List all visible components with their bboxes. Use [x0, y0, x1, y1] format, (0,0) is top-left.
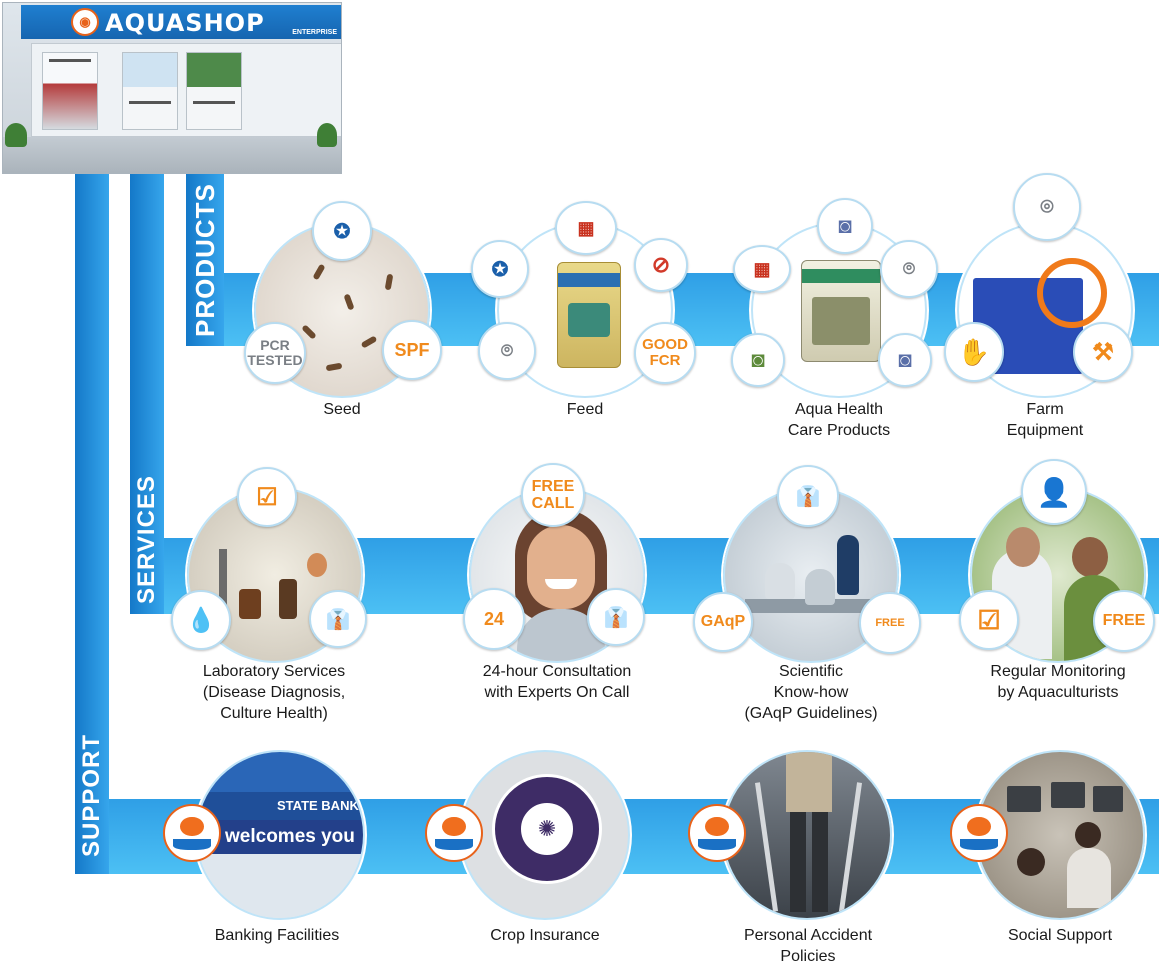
- plant-icon: [5, 123, 27, 147]
- genuine-stamp-icon: ⌾: [1013, 173, 1081, 241]
- free-flask-badge: FREE: [1093, 590, 1155, 652]
- no-antibiotic-icon: ⊘: [634, 238, 688, 292]
- bank-sign-text: STATE BANK A: [197, 792, 363, 841]
- products-rail-label: PRODUCTS: [190, 183, 220, 337]
- feed-label: Feed: [566, 401, 604, 418]
- good-fcr-badge: GOOD FCR: [634, 322, 696, 384]
- services-rail-label: SERVICES: [133, 475, 160, 605]
- support-rail: [75, 174, 109, 874]
- store-floor: [3, 137, 341, 173]
- crop-insurance-label: Crop Insurance: [490, 927, 600, 944]
- store-window: [31, 43, 341, 137]
- certified-seal-icon: ✪: [471, 240, 529, 298]
- aquashop-coat-icon: 👔: [777, 465, 839, 527]
- scientific-knowhow-label: Scientific Know-how (GAqP Guidelines): [744, 663, 878, 722]
- gaqp-badge: GAqP: [693, 592, 753, 652]
- coastal-authority-icon: ▦: [733, 245, 791, 293]
- laboratory-services-label: Laboratory Services (Disease Diagnosis, …: [202, 663, 346, 722]
- genuine-stamp-icon: ⌾: [478, 322, 536, 380]
- aquashop-logo-icon: ◉: [71, 8, 99, 36]
- expert-icon: 👤: [1021, 459, 1087, 525]
- plant-icon: [317, 123, 337, 147]
- free-call-badge: FREE CALL: [521, 463, 585, 527]
- products-rail: [186, 174, 224, 346]
- insurance-seal-image: ✺: [492, 774, 602, 884]
- aquashop-coat-icon: 👔: [309, 590, 367, 648]
- aquashop-coat-icon: 👔: [587, 588, 645, 646]
- aquashop-logo-icon: [425, 804, 483, 862]
- aquashop-logo-icon: [950, 804, 1008, 862]
- hand-support-icon: ✋: [944, 322, 1004, 382]
- aquashop-logo-icon: [688, 804, 746, 862]
- coastal-authority-icon: ▦: [555, 201, 617, 255]
- water-drop-icon: 💧: [171, 590, 231, 650]
- aerator-wheel-image: [1037, 258, 1107, 328]
- banking-label: Banking Facilities: [214, 927, 340, 944]
- pcr-tested-badge: PCR TESTED: [244, 322, 306, 384]
- personal-accident-circle: [722, 750, 892, 920]
- banking-circle: STATE BANK A welcomes you: [195, 750, 365, 920]
- phone-24-icon: 24: [463, 588, 525, 650]
- store-signboard: ◉ AQUASHOP ENTERPRISE: [21, 5, 341, 39]
- personal-accident-label: Personal Accident Policies: [743, 927, 873, 965]
- monitoring-label: Regular Monitoring by Aquaculturists: [990, 663, 1126, 701]
- hammer-icon: ⚒: [1073, 322, 1133, 382]
- seed-label: Seed: [323, 401, 361, 418]
- bank-welcome-text: welcomes you: [197, 820, 363, 854]
- genuine-stamp-icon: ⌾: [880, 240, 938, 298]
- store-enterprise-text: ENTERPRISE: [292, 29, 337, 36]
- support-rail-label: SUPPORT: [78, 733, 105, 857]
- supplement-jar-icon: ◙: [731, 333, 785, 387]
- store-poster: [186, 52, 242, 130]
- checkbox-icon: ☑: [959, 590, 1019, 650]
- consultation-label: 24-hour Consultation with Experts On Cal…: [482, 663, 632, 701]
- farm-equipment-label: Farm Equipment: [1006, 401, 1084, 439]
- aqua-health-label: Aqua Health Care Products: [787, 401, 891, 439]
- feed-bag-image: [557, 262, 621, 368]
- checklist-icon: ☑: [237, 467, 297, 527]
- spf-badge: SPF: [382, 320, 442, 380]
- store-brand-name: AQUASHOP: [105, 9, 265, 37]
- certified-seal-icon: ✪: [312, 201, 372, 261]
- supplement-jar-icon: ◙: [817, 198, 873, 254]
- crop-insurance-circle: ✺: [460, 750, 630, 920]
- supplement-jar-icon: ◙: [878, 333, 932, 387]
- social-support-label: Social Support: [1007, 927, 1113, 944]
- store-poster: [42, 52, 98, 130]
- aquashop-storefront-image: ◉ AQUASHOP ENTERPRISE: [2, 2, 342, 174]
- aquashop-logo-icon: [163, 804, 221, 862]
- services-rail: [130, 174, 164, 614]
- health-product-bag-image: [801, 260, 881, 362]
- store-poster: [122, 52, 178, 130]
- free-training-icon: FREE: [859, 592, 921, 654]
